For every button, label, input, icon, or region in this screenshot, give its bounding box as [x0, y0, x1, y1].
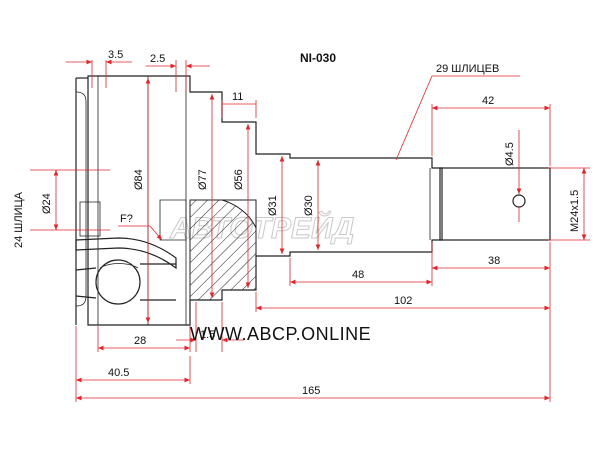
dim-dia-24: Ø24 — [41, 193, 53, 214]
outer-splines-label: 29 ШЛИЦЕВ — [436, 63, 499, 75]
dim-42: 42 — [482, 95, 494, 107]
ball-icon — [95, 259, 141, 305]
dim-dia-77: Ø77 — [197, 169, 209, 190]
dim-11: 11 — [232, 91, 243, 103]
f-mark-label: F? — [120, 213, 133, 225]
dim-1-5: 1.5 — [200, 329, 215, 341]
part-number: NI-030 — [300, 51, 336, 65]
dim-102: 102 — [394, 295, 412, 307]
dim-dia-84: Ø84 — [133, 169, 145, 190]
dim-165: 165 — [302, 385, 320, 397]
dim-dia-30: Ø30 — [303, 195, 315, 216]
dim-thread: M24x1.5 — [569, 190, 581, 232]
dim-2-5: 2.5 — [150, 53, 165, 65]
dim-48: 48 — [352, 269, 364, 281]
dim-dia-56: Ø56 — [233, 169, 245, 190]
website-url: WWW.ABCP.ONLINE — [190, 324, 371, 344]
dim-38: 38 — [488, 255, 500, 267]
dimension-lines — [30, 59, 590, 402]
dim-28: 28 — [134, 335, 146, 347]
inner-splines-label: 24 ШЛИЦА — [13, 191, 25, 248]
dim-3-5: 3.5 — [108, 49, 123, 61]
dim-dia-31: Ø31 — [267, 195, 279, 216]
pin-hole-icon — [512, 194, 526, 208]
dim-dia-4-5: Ø4.5 — [504, 142, 516, 166]
dim-40-5: 40.5 — [108, 367, 129, 379]
